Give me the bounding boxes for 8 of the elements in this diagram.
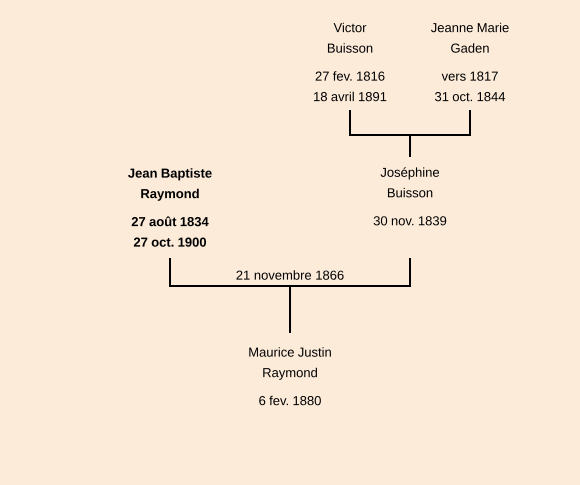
tree-connector: [409, 110, 471, 157]
edge-label: 21 novembre 1866: [234, 269, 346, 281]
person-entry: Victor Buisson 27 fev. 1816 18 avril 1891: [314, 22, 386, 102]
person-entry: Joséphine Buisson 30 nov. 1839: [374, 167, 446, 226]
person-entry: Maurice Justin Raymond 6 fev. 1880: [249, 347, 331, 406]
tree-connector: [289, 258, 411, 333]
person-entry: Jean Baptiste Raymond 27 août 1834 27 oct. 1900: [128, 168, 212, 247]
person-entry: Jeanne Marie Gaden vers 1817 31 oct. 1844: [430, 22, 509, 102]
